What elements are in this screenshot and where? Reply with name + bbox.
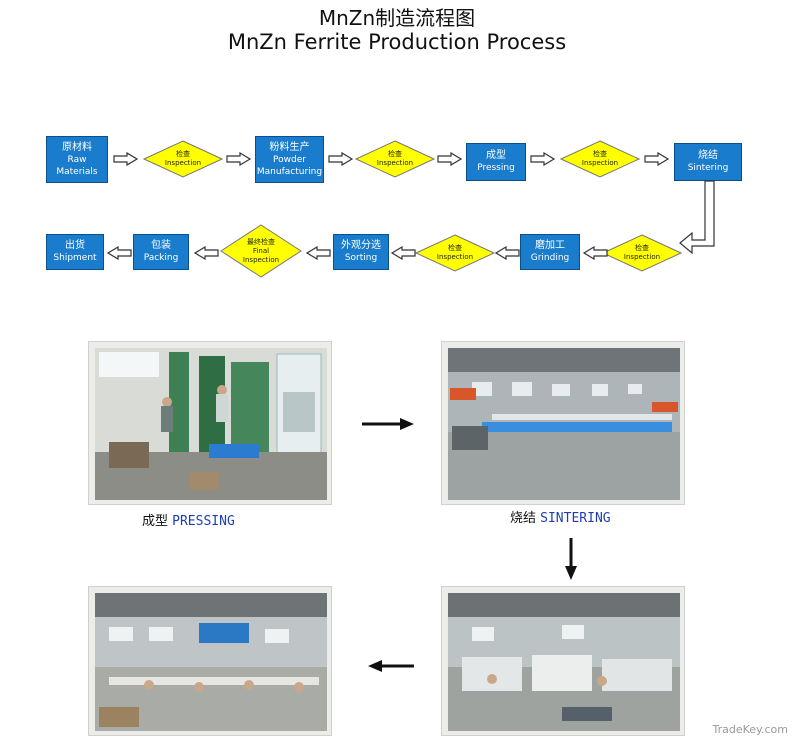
- inspection-3-cn: 检查: [593, 150, 607, 158]
- pressing-photo: [88, 341, 332, 505]
- sintering-caption-cn: 烧结: [510, 511, 537, 526]
- step-sintering: 烧结 Sintering: [674, 143, 742, 181]
- inspection-diamond-icon: [220, 224, 302, 278]
- final-inspection-en2: Inspection: [242, 255, 280, 264]
- final-inspection-en1: Final: [252, 246, 270, 255]
- sintering-caption-en: SINTERING: [540, 511, 611, 526]
- inspection-4-en: Inspection: [623, 253, 661, 261]
- flow-arrow-left-icon: [106, 246, 132, 260]
- flow-arrow-left-icon: [390, 246, 416, 260]
- step-powder-en2: Manufacturing: [256, 166, 323, 177]
- grinding-photo: [441, 586, 685, 736]
- pressing-workshop-image: [89, 342, 331, 504]
- flow-arrow-right-icon: [328, 152, 354, 166]
- inspection-1-en: Inspection: [164, 159, 202, 167]
- inspection-diamond-icon: [560, 140, 640, 178]
- step-raw-materials-en2: Materials: [56, 166, 98, 177]
- inspection-1-cn: 检查: [176, 150, 190, 158]
- flow-arrow-right-icon: [644, 152, 670, 166]
- flow-arrow-left-icon: [582, 246, 608, 260]
- sintering-workshop-image: [442, 342, 684, 504]
- title-chinese: MnZn制造流程图: [318, 6, 476, 30]
- step-sintering-cn: 烧结: [698, 150, 718, 161]
- sintering-caption: 烧结 SINTERING: [510, 507, 611, 526]
- step-packing: 包装 Packing: [133, 234, 189, 270]
- inspection-diamond-icon: [355, 140, 435, 178]
- inspection-diamond-icon: [602, 234, 682, 272]
- flow-arrow-right-icon: [530, 152, 556, 166]
- step-shipment-cn: 出货: [65, 240, 85, 251]
- photo-arrow-down-icon: [565, 538, 577, 580]
- grinding-workshop-image: [442, 587, 684, 735]
- step-raw-materials-en1: Raw: [67, 154, 87, 165]
- step-powder-en1: Powder: [273, 154, 306, 165]
- pressing-caption: 成型 PRESSING: [142, 510, 235, 529]
- pressing-caption-en: PRESSING: [172, 514, 235, 529]
- step-sorting-en: Sorting: [344, 253, 378, 263]
- step-packing-en: Packing: [143, 253, 179, 263]
- sorting-photo: [88, 586, 332, 736]
- step-powder-cn: 粉料生产: [269, 141, 310, 153]
- step-pressing-cn: 成型: [486, 150, 506, 161]
- step-grinding: 磨加工 Grinding: [520, 234, 580, 270]
- inspection-diamond-icon: [415, 234, 495, 272]
- watermark: TradeKey.com: [712, 723, 788, 736]
- pressing-caption-cn: 成型: [142, 514, 169, 529]
- step-raw-materials-cn: 原材料: [62, 141, 92, 153]
- step-raw-materials: 原材料 Raw Materials: [46, 136, 108, 183]
- photo-arrow-left-icon: [368, 660, 414, 672]
- step-packing-cn: 包装: [151, 240, 171, 251]
- final-inspection-cn: 最终检查: [247, 237, 275, 246]
- step-sorting-cn: 外观分选: [341, 240, 381, 251]
- step-shipment: 出货 Shipment: [46, 234, 104, 270]
- step-shipment-en: Shipment: [53, 253, 97, 263]
- flow-arrow-right-icon: [113, 152, 139, 166]
- step-grinding-cn: 磨加工: [535, 240, 565, 251]
- inspection-4-cn: 检查: [635, 244, 649, 252]
- flow-arrow-left-icon: [193, 246, 219, 260]
- step-sintering-en: Sintering: [687, 163, 729, 173]
- inspection-2-cn: 检查: [388, 150, 402, 158]
- photo-arrow-right-icon: [362, 418, 414, 430]
- flow-arrow-right-icon: [226, 152, 252, 166]
- step-grinding-en: Grinding: [530, 253, 570, 263]
- title-english: MnZn Ferrite Production Process: [227, 30, 567, 54]
- flow-arrow-bend-icon: [679, 180, 715, 255]
- step-sorting: 外观分选 Sorting: [333, 234, 389, 270]
- inspection-diamond-icon: [143, 140, 223, 178]
- flow-arrow-right-icon: [437, 152, 463, 166]
- flow-arrow-left-icon: [494, 246, 520, 260]
- inspection-3-en: Inspection: [581, 159, 619, 167]
- inspection-5-en: Inspection: [436, 253, 474, 261]
- step-pressing-en: Pressing: [477, 163, 515, 173]
- sorting-workshop-image: [89, 587, 331, 735]
- step-pressing: 成型 Pressing: [466, 143, 526, 181]
- inspection-2-en: Inspection: [376, 159, 414, 167]
- sintering-photo: [441, 341, 685, 505]
- inspection-5-cn: 检查: [448, 244, 462, 252]
- step-powder-manufacturing: 粉料生产 Powder Manufacturing: [255, 136, 324, 183]
- flow-arrow-left-icon: [305, 246, 331, 260]
